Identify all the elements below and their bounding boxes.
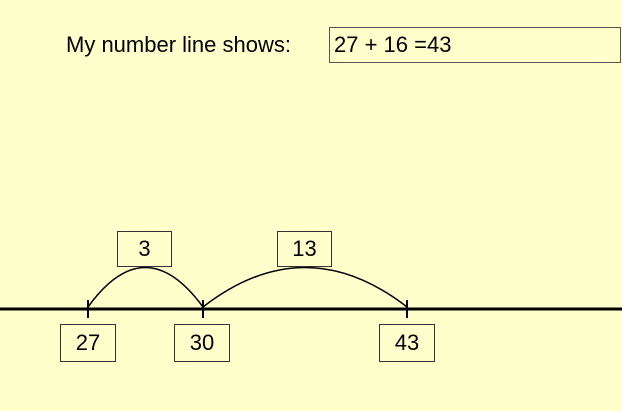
tick-label-30[interactable]: 30 xyxy=(174,324,230,362)
answer-input[interactable]: 27 + 16 =43 xyxy=(329,27,621,63)
jump-arc-1 xyxy=(87,266,204,308)
jump-arc-2 xyxy=(202,266,408,308)
tick-label-27[interactable]: 27 xyxy=(60,324,116,362)
jump-label-2[interactable]: 13 xyxy=(277,231,332,267)
tick-label-43[interactable]: 43 xyxy=(379,324,435,362)
jump-label-1[interactable]: 3 xyxy=(117,231,172,267)
prompt-label: My number line shows: xyxy=(66,32,291,57)
